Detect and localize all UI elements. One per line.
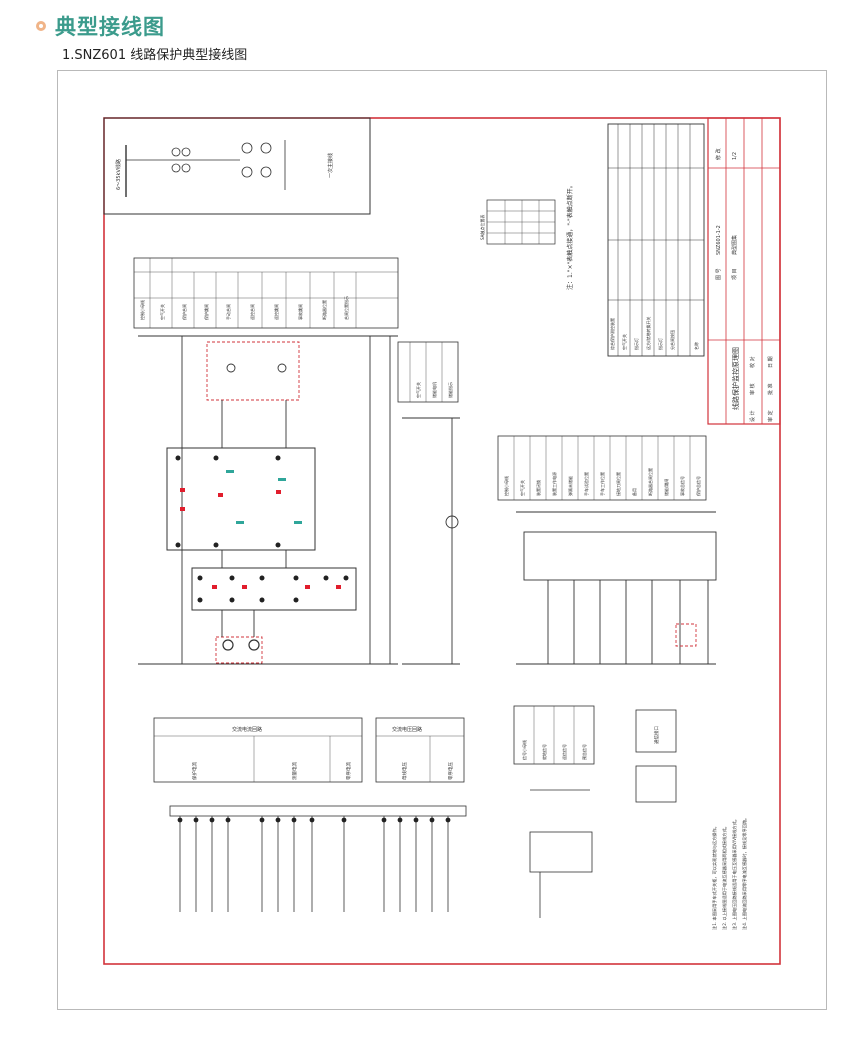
sign-row-0: 设 计 (749, 410, 756, 422)
signal-box-row-0: 信号小母线 (521, 740, 527, 760)
signal-row-11: 保护总信号 (695, 476, 701, 496)
signal-row-4: 手车试验位置 (583, 472, 589, 496)
note-bottom-3: 注4. 上图电流回路采用零序电流互感器时，接线见零序回路。 (741, 816, 748, 930)
eq-row-1: 综合保护测控装置 (609, 318, 615, 350)
signal-row-10: 事故总信号 (679, 476, 685, 496)
eq-row-2: 空气开关 (621, 334, 627, 350)
version-label: 修 改 (715, 148, 722, 160)
control-row-4: 遥控合闸 (249, 304, 255, 320)
signal-row-5: 手车工作位置 (599, 472, 605, 496)
sign-row-3: 审 定 (767, 410, 774, 422)
contact-table-title: SA触点位置表 (479, 215, 485, 240)
control-row-3: 手动合闸 (225, 304, 231, 320)
energy-row-2: 储能指示 (447, 382, 453, 398)
control-row-5: 遥控跳闸 (273, 304, 279, 320)
signal-box-table: 信号小母线 就地信号 遥信信号 预告信号 (513, 705, 595, 765)
eq-header-name: 名称 (693, 342, 699, 350)
bottom-notes: 注1. 本图采用手车式开关柜，可以实现就地与远方操作。 注2. 以上接线图适用于… (711, 816, 748, 930)
eq-row-3: 指示灯 (633, 338, 639, 350)
control-row-7: 断路器位置 (321, 300, 327, 320)
drawing-no-label: 图 号 (716, 268, 722, 280)
motor-circuit (402, 417, 460, 665)
ac-current-title: 交流电流回路 (232, 726, 262, 733)
bus-note-label: 一次主接线 (327, 153, 334, 178)
contact-note: 注：1."×"表触点接通，"·"表触点断开。 (566, 182, 574, 290)
signal-row-6: 接地刀闸位置 (615, 472, 621, 496)
eq-row-5: 指示灯 (657, 338, 663, 350)
energy-row-1: 储能电机 (431, 382, 437, 398)
control-row-8: 合闸位置指示 (343, 296, 349, 320)
project-label: 项 目 (732, 268, 738, 280)
sign-row-1: 审 核 (749, 383, 756, 395)
terminal-dots (177, 817, 451, 823)
drawing-no: SNZ601-1-2 (716, 225, 722, 255)
ac-voltage-col-0: 母线电压 (401, 762, 408, 780)
signal-row-9: 储能/跳闸 (663, 479, 669, 496)
drawing-title: 线路保护监控原理图 (731, 347, 740, 410)
signal-row-7: 备用 (631, 488, 637, 496)
signal-row-1: 装置闭锁 (535, 480, 541, 496)
ac-voltage-table: 交流电压回路 母线电压 零序电压 (375, 717, 465, 783)
line-voltage-label: 6～35kV线路 (115, 159, 122, 190)
sign-row-5: 日 期 (768, 356, 774, 368)
signal-row-0: 空气开关 (519, 480, 525, 496)
energy-row-0: 空气开关 (415, 382, 421, 398)
title-block: 线路保护监控原理图 图 号 SNZ601-1-2 项 目 典型图集 修 改 1/… (707, 117, 781, 425)
comm-interface-label: 通信接口 (653, 726, 660, 744)
signal-row-3: 弹簧未储能 (567, 476, 573, 496)
sign-row-4: 批 准 (767, 383, 774, 395)
note-bottom-2: 注3. 上图电压回路接线适用于电压互感器采用V/V接线方式。 (731, 817, 738, 930)
control-row-2: 保护跳闸 (203, 304, 209, 320)
drawing-border (103, 117, 781, 965)
ac-voltage-col-1: 零序电压 (447, 762, 454, 780)
signal-box-row-2: 遥信信号 (561, 744, 567, 760)
energy-storage-table: 空气开关 储能电机 储能指示 (397, 341, 459, 403)
sign-row-2: 校 对 (749, 356, 756, 368)
control-row-6: 事故跳闸 (297, 304, 303, 320)
note-bottom-1: 注2. 以上接线图适用于电流互感器采用两相式接线方式。 (721, 824, 728, 930)
signal-row-2: 装置工作电源 (551, 472, 557, 496)
terminal-strip (169, 805, 467, 912)
project-name: 典型图集 (731, 235, 738, 255)
relay-markers (175, 455, 349, 603)
signal-circuit (516, 511, 717, 665)
section-header: 典型接线图 (36, 12, 165, 40)
primary-wiring-block: 6～35kV线路 一次主接线 (103, 117, 371, 215)
control-bus-table: 控制小母线 空气开关 保护合闸 保护跳闸 手动合闸 遥控合闸 遥控跳闸 事故跳闸… (133, 257, 399, 329)
control-bus-title: 控制小母线 (139, 300, 145, 320)
diagram-frame (57, 70, 827, 1010)
page-title: 典型接线图 (55, 15, 165, 39)
ac-col-2: 零序电流 (345, 762, 352, 780)
ac-voltage-title: 交流电压回路 (392, 726, 422, 733)
equipment-table: 综合保护测控装置 空气开关 指示灯 远方/就地转换开关 指示灯 分合闸按钮 名称 (607, 123, 705, 357)
control-circuit (138, 335, 398, 665)
ac-col-0: 保护电流 (191, 762, 198, 780)
sa-contact-table: SA触点位置表 (479, 199, 556, 245)
note-bottom-0: 注1. 本图采用手车式开关柜，可以实现就地与远方操作。 (711, 824, 718, 930)
signal-bus-title: 控制小母线 (503, 476, 509, 496)
control-row-0: 空气开关 (159, 304, 165, 320)
signal-box-circuit (529, 789, 593, 918)
comm-interface-box: 通信接口 (635, 709, 677, 803)
section-bullet-icon (36, 21, 46, 31)
eq-row-6: 分合闸按钮 (669, 330, 675, 350)
signal-box-row-1: 就地信号 (541, 744, 547, 760)
page-subtitle: 1.SNZ601 线路保护典型接线图 (62, 48, 248, 63)
signal-bus-table: 控制小母线 空气开关 装置闭锁 装置工作电源 弹簧未储能 手车试验位置 手车工作… (497, 435, 707, 501)
signal-row-8: 断路器合闸位置 (647, 468, 653, 496)
control-row-1: 保护合闸 (181, 304, 187, 320)
ac-current-table: 交流电流回路 保护电流 测量电流 零序电流 (153, 717, 363, 783)
ac-col-1: 测量电流 (291, 762, 298, 780)
version-value: 1/2 (732, 152, 738, 160)
signal-box-row-3: 预告信号 (581, 744, 587, 760)
eq-row-4: 远方/就地转换开关 (645, 317, 651, 350)
